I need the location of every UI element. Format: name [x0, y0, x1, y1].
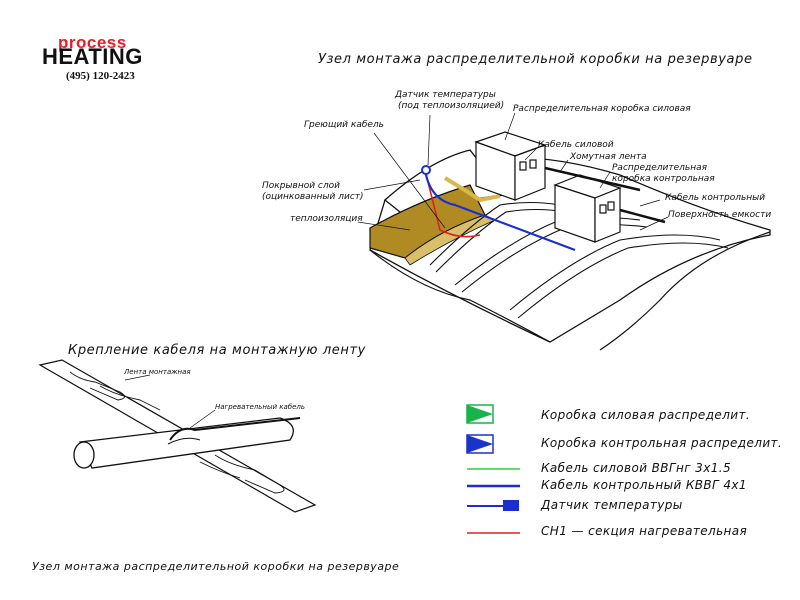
control-cable-line — [423, 169, 576, 252]
label-sensor: Датчик температуры — [395, 90, 496, 100]
legend-control-box: Коробка контрольная распределит. — [541, 436, 783, 450]
temperature-sensor-icon — [467, 500, 519, 511]
label-insulation: теплоизоляция — [290, 214, 363, 224]
pipe — [79, 417, 294, 469]
legend-power-cable: Кабель силовой ВВГнг 3х1.5 — [541, 461, 731, 475]
label-control-box: Распределительная — [612, 163, 708, 173]
label-power-cable: Кабель силовой — [538, 140, 614, 150]
leader-lines — [357, 112, 669, 231]
legend-temperature-sensor: Датчик температуры — [541, 498, 683, 512]
label-clamp-tape: Хомутная лента — [570, 152, 647, 162]
label-heating-cable: Греющий кабель — [304, 120, 384, 130]
tank-right-edge — [599, 231, 771, 351]
label-power-box: Распределительная коробка силовая — [513, 104, 691, 114]
bottom-caption: Узел монтажа распределительной коробки н… — [32, 560, 400, 573]
cable-mount-title: Крепление кабеля на монтажную ленту — [68, 343, 366, 358]
power-box-icon — [466, 404, 494, 424]
control-box-icon — [466, 434, 494, 454]
control-junction-box — [553, 174, 622, 243]
diagram-title: Узел монтажа распределительной коробки н… — [318, 52, 753, 67]
label-control-box-2: коробка контрольная — [612, 174, 715, 184]
logo-heating-word: HEATING — [42, 44, 143, 69]
logo-process-word: process — [58, 33, 127, 52]
legend-heating-section: СН1 — секция нагревательная — [541, 524, 748, 538]
logo-phone: (495) 120-2423 — [66, 70, 135, 82]
heating-cable-line — [424, 169, 481, 238]
legend-control-cable: Кабель контрольный КВВГ 4х1 — [541, 478, 747, 492]
label-sensor-note: (под теплоизоляцией) — [398, 101, 505, 111]
legend-power-box: Коробка силовая распределит. — [541, 408, 751, 422]
label-cover: Покрывной слой — [262, 181, 340, 191]
power-junction-box — [474, 131, 547, 201]
label-cover-note: (оцинкованный лист) — [262, 192, 364, 202]
sensor-node — [421, 165, 431, 175]
label-heat-cable: Нагревательный кабель — [215, 403, 305, 411]
label-tank-surface: Поверхность емкости — [668, 210, 772, 220]
label-control-cable: Кабель контрольный — [665, 193, 766, 203]
label-mount-tape: Лента монтажная — [124, 368, 191, 376]
tank-lower-edge — [369, 249, 551, 343]
